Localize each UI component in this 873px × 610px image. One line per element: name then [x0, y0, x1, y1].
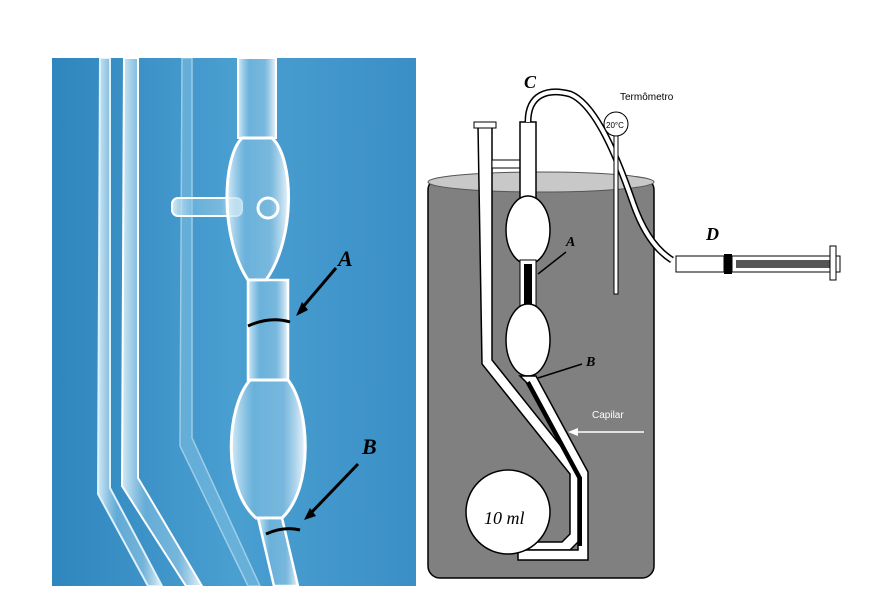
label-a-pointer [537, 251, 567, 275]
label-b: B [585, 355, 595, 370]
syringe-tip [675, 255, 725, 273]
thermometer-temperature: 20°C [606, 121, 624, 130]
top-stem [237, 57, 277, 139]
syringe-plunger-cap [829, 245, 837, 281]
arrow-a-head [296, 302, 308, 316]
schematic-neck-fill [524, 264, 532, 308]
label-a: A [565, 235, 575, 250]
thermometer-dial [603, 111, 629, 137]
bulb-inner-seal [256, 196, 280, 220]
label-c: C [524, 72, 537, 92]
lower-bulb [229, 378, 307, 520]
arrow-a [300, 267, 338, 309]
hose [526, 89, 674, 262]
capillary-bore [526, 381, 582, 546]
photo-label-b: B [361, 434, 377, 459]
syringe-collar [724, 254, 732, 274]
reservoir-bulb [465, 469, 551, 555]
mark-b-line [265, 527, 301, 536]
viscometer-schematic-graphic: 10 ml 20°C Termômetro C D A B Capilar [427, 72, 841, 579]
photo-label-a: A [336, 246, 353, 271]
left-arm-top [473, 121, 497, 129]
reservoir-volume-label: 10 ml [484, 508, 525, 528]
thermometer-stem [613, 133, 619, 295]
schematic-lower-bulb [505, 303, 551, 377]
schematic-upper-bulb [505, 195, 551, 265]
top-connector [491, 159, 523, 169]
main-stem [519, 121, 537, 203]
thermometer-label: Termômetro [620, 92, 674, 103]
label-d: D [705, 224, 719, 244]
capillary-label: Capilar [592, 410, 624, 421]
middle-neck [246, 278, 290, 382]
arrow-b [308, 462, 360, 516]
capillary-arrow-head [568, 428, 578, 436]
viscometer-photo-graphic: A B [52, 57, 416, 588]
mark-a-line [247, 318, 291, 328]
arrow-b-head [304, 508, 316, 520]
viscometer-photo: A B [52, 57, 416, 588]
label-b-pointer [537, 363, 583, 379]
viscometer-schematic: 10 ml 20°C Termômetro C D A B Capilar [420, 60, 860, 590]
